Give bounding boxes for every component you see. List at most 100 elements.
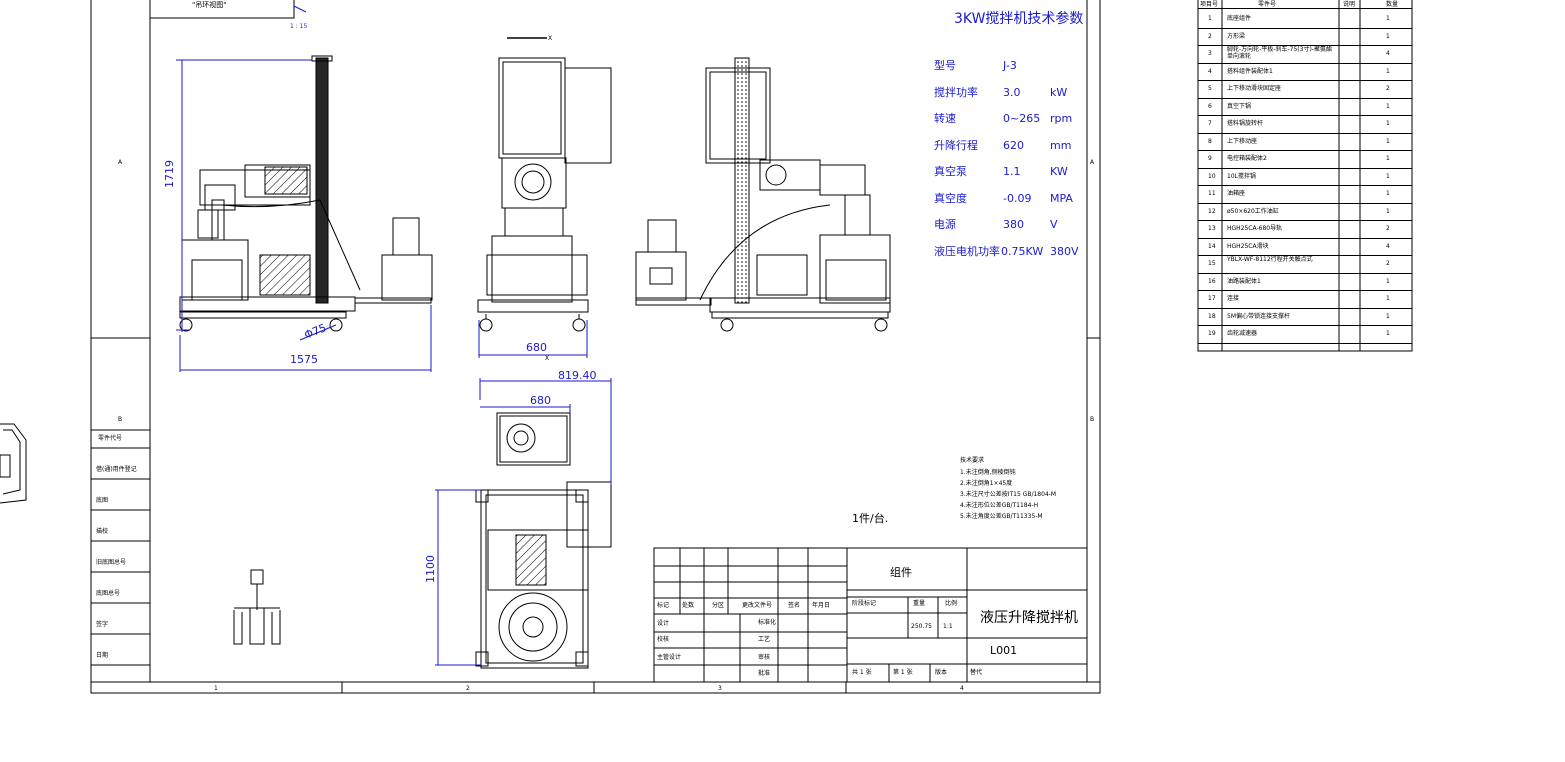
bom-qty: 1 [1386, 190, 1390, 197]
title-block-footer: 第 1 张 [893, 669, 913, 676]
bom-qty: 1 [1386, 102, 1390, 110]
bom-name: 电控箱装配体2 [1227, 155, 1267, 162]
outer-frame [90, 0, 1101, 694]
side-dims [478, 320, 588, 358]
bom-qty: 4 [1386, 50, 1390, 57]
zone-number: 3 [718, 685, 722, 692]
param-label: 电源 [934, 218, 956, 231]
left-stamp-cell: 旧底图总号 [96, 559, 127, 566]
zone-letter: B [118, 416, 123, 423]
tech-line: 1.未注倒角,侧棱倒钝 [960, 469, 1016, 476]
bom-no: 3 [1208, 50, 1212, 57]
drawing-scale: 1:1 [943, 623, 953, 630]
bom-name: 齿轮减速器 [1227, 330, 1258, 337]
bom-qty: 1 [1386, 32, 1390, 40]
drawing-name: 液压升降搅拌机 [980, 610, 1078, 626]
bom-header-cell: 零件号 [1258, 1, 1277, 8]
param-value: 0~265 [1003, 112, 1041, 125]
param-value: J-3 [1003, 59, 1017, 72]
param-label: 转速 [934, 112, 956, 125]
top-view [475, 412, 612, 669]
detail-view [233, 569, 281, 645]
bom-header-cell: 项目号 [1200, 1, 1219, 8]
param-label: 搅拌功率 [934, 85, 978, 99]
tech-line: 5.未注角度公差GB/T11335-M [960, 513, 1043, 520]
title-block-role: 校核 [657, 636, 670, 643]
param-label: 液压电机功率 [934, 244, 1000, 258]
title-block-stage-hdr: 阶段标记 [852, 600, 877, 607]
param-value: 380 [1003, 218, 1024, 231]
title-block-stage-hdr: 重量 [913, 600, 926, 607]
bom-name: 脚轮-万向轮-平板-刹车-75(3寸)-聚氨酯单向滚轮 [1227, 46, 1332, 60]
bom-name: 底座组件 [1227, 15, 1252, 22]
title-block-hdr-cell: 年月日 [812, 602, 831, 609]
title-block-role2: 审核 [758, 654, 771, 661]
title-block-hdr-cell: 分区 [712, 602, 725, 609]
title-block [653, 547, 1088, 683]
bom-name: 搭料组件装配体1 [1227, 67, 1273, 75]
side-view [477, 37, 612, 332]
bom-name: 油路装配体1 [1227, 277, 1261, 285]
zone-letter: A [1090, 159, 1095, 166]
bom-qty: 4 [1386, 242, 1390, 250]
param-unit: V [1050, 218, 1058, 231]
bom-frame [1197, 0, 1413, 352]
qty-note: 1件/台. [852, 512, 889, 525]
bom-qty: 1 [1386, 277, 1390, 285]
dim-680-top: 680 [530, 394, 551, 407]
bom-name: 上下移动座 [1227, 137, 1258, 145]
title-block-group: 组件 [890, 566, 912, 579]
dim-1100: 1100 [424, 555, 437, 583]
dim-width-1575: 1575 [290, 353, 318, 366]
bom-no: 15 [1208, 260, 1216, 267]
left-stamp-cell: 底图 [96, 497, 109, 504]
title-block-role: 主管设计 [657, 654, 682, 661]
title-block-role2: 标准化 [758, 619, 777, 626]
bom-no: 4 [1208, 67, 1212, 75]
bom-no: 14 [1208, 242, 1216, 250]
bom-no: 9 [1208, 155, 1212, 162]
tech-line: 2.未注倒角1×45度 [960, 480, 1013, 487]
bom-no: 12 [1208, 207, 1216, 215]
dim-680-side: 680 [526, 341, 547, 354]
drawing-code: L001 [990, 644, 1018, 657]
bom-name: ø50×620工作油缸 [1227, 207, 1279, 215]
param-unit: rpm [1050, 112, 1073, 125]
bom-qty: 2 [1386, 260, 1390, 267]
bom-row: 3 脚轮-万向轮-平板-刹车-75(3寸)-聚氨酯单向滚轮 4 [1198, 45, 1412, 64]
drawing-weight: 250.75 [911, 623, 932, 630]
zone-letter: B [1090, 416, 1095, 423]
bom-no: 10 [1208, 172, 1216, 180]
title-block-stage-hdr: 比例 [945, 600, 958, 607]
param-value: -0.09 [1003, 191, 1032, 205]
title-block-role2: 工艺 [758, 636, 771, 643]
right-view [635, 57, 891, 332]
bom-header-cell: 数量 [1386, 1, 1399, 8]
title-block-footer: 版本 [935, 669, 948, 676]
param-label: 型号 [934, 59, 956, 72]
title-block-footer: 替代 [970, 669, 983, 676]
title-block-footer: 共 1 张 [852, 669, 872, 676]
bom-qty: 2 [1386, 85, 1390, 92]
bom-no: 1 [1208, 15, 1212, 22]
bom-no: 19 [1208, 330, 1216, 337]
zone-number: 1 [214, 685, 218, 692]
param-unit: MPA [1050, 191, 1073, 205]
param-unit: kW [1050, 85, 1068, 99]
bom-no: 11 [1208, 190, 1216, 197]
bom-name: YBLX-WF-8112行程开关触点式 [1227, 256, 1313, 263]
title-block-hdr-cell: 签名 [788, 602, 801, 609]
title-block-hdr-cell: 处数 [682, 602, 695, 609]
bom-row: 15 YBLX-WF-8112行程开关触点式 2 [1198, 255, 1412, 274]
